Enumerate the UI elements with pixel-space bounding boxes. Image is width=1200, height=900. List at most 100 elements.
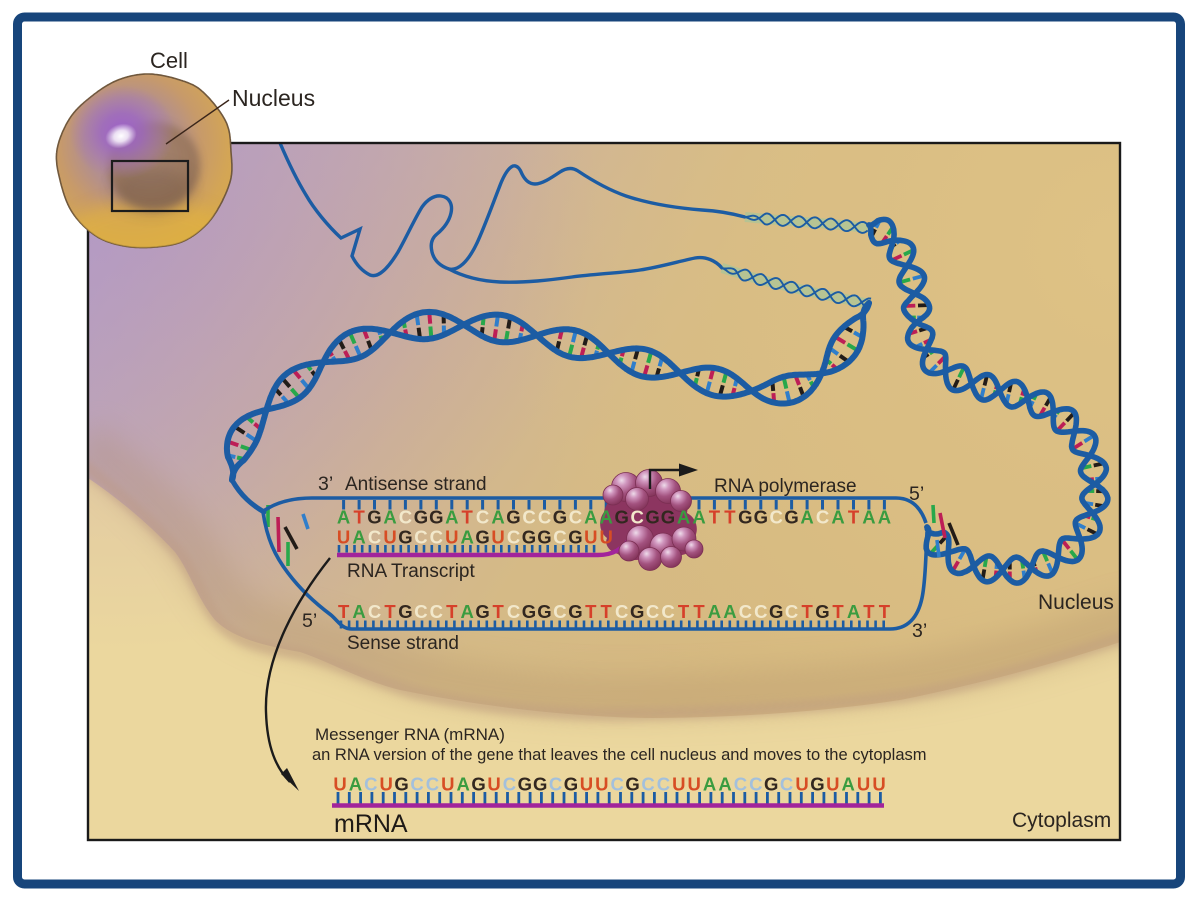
- svg-text:G: G: [568, 601, 582, 622]
- svg-text:C: C: [749, 774, 762, 795]
- svg-text:A: A: [703, 774, 716, 795]
- svg-text:C: C: [553, 527, 566, 548]
- svg-text:G: G: [738, 507, 752, 528]
- svg-text:U: U: [672, 774, 685, 795]
- svg-text:U: U: [872, 774, 885, 795]
- svg-text:A: A: [491, 507, 504, 528]
- svg-text:C: C: [661, 601, 674, 622]
- svg-text:T: T: [678, 601, 690, 622]
- svg-text:A: A: [800, 507, 813, 528]
- svg-text:Cell: Cell: [150, 48, 188, 73]
- svg-text:G: G: [537, 527, 551, 548]
- svg-text:G: G: [615, 507, 629, 528]
- svg-text:A: A: [723, 601, 736, 622]
- svg-text:U: U: [688, 774, 701, 795]
- svg-text:A: A: [847, 601, 860, 622]
- svg-text:A: A: [383, 507, 396, 528]
- svg-text:G: G: [553, 507, 567, 528]
- svg-text:G: G: [645, 507, 659, 528]
- svg-text:G: G: [764, 774, 778, 795]
- svg-text:U: U: [580, 774, 593, 795]
- svg-text:C: C: [414, 527, 427, 548]
- svg-text:G: G: [568, 527, 582, 548]
- svg-text:C: C: [522, 507, 535, 528]
- svg-text:C: C: [785, 601, 798, 622]
- svg-text:T: T: [863, 601, 875, 622]
- svg-text:U: U: [380, 774, 393, 795]
- svg-text:3’: 3’: [912, 620, 927, 642]
- svg-text:T: T: [724, 507, 736, 528]
- svg-text:A: A: [718, 774, 731, 795]
- svg-text:T: T: [709, 507, 721, 528]
- svg-text:T: T: [832, 601, 844, 622]
- svg-text:G: G: [625, 774, 639, 795]
- svg-text:A: A: [352, 527, 365, 548]
- svg-text:C: C: [503, 774, 516, 795]
- svg-text:T: T: [353, 507, 365, 528]
- svg-text:Sense strand: Sense strand: [347, 633, 459, 654]
- svg-text:U: U: [487, 774, 500, 795]
- svg-text:C: C: [780, 774, 793, 795]
- svg-text:G: G: [518, 774, 532, 795]
- svg-text:G: G: [630, 601, 644, 622]
- svg-text:Messenger RNA (mRNA): Messenger RNA (mRNA): [315, 725, 505, 744]
- svg-text:C: C: [641, 774, 654, 795]
- svg-text:G: G: [398, 527, 412, 548]
- svg-text:G: G: [475, 601, 489, 622]
- svg-text:C: C: [507, 601, 520, 622]
- svg-text:G: G: [506, 507, 520, 528]
- svg-text:A: A: [708, 601, 721, 622]
- svg-text:G: G: [398, 601, 412, 622]
- svg-text:G: G: [414, 507, 428, 528]
- svg-text:U: U: [491, 527, 504, 548]
- svg-text:G: G: [784, 507, 798, 528]
- svg-text:G: G: [537, 601, 551, 622]
- svg-text:C: C: [507, 527, 520, 548]
- svg-text:A: A: [584, 507, 597, 528]
- svg-text:Nucleus: Nucleus: [232, 85, 315, 111]
- svg-text:T: T: [462, 507, 474, 528]
- svg-text:RNA Transcript: RNA Transcript: [347, 561, 475, 582]
- svg-text:C: C: [611, 774, 624, 795]
- svg-text:U: U: [857, 774, 870, 795]
- svg-text:G: G: [475, 527, 489, 548]
- svg-text:A: A: [445, 507, 458, 528]
- svg-text:C: C: [615, 601, 628, 622]
- svg-text:G: G: [564, 774, 578, 795]
- svg-text:C: C: [364, 774, 377, 795]
- svg-text:G: G: [815, 601, 829, 622]
- svg-text:A: A: [831, 507, 844, 528]
- svg-text:U: U: [383, 527, 396, 548]
- svg-text:G: G: [471, 774, 485, 795]
- svg-text:C: C: [734, 774, 747, 795]
- svg-text:5’: 5’: [302, 610, 317, 632]
- svg-text:C: C: [399, 507, 412, 528]
- svg-text:C: C: [553, 601, 566, 622]
- svg-text:T: T: [601, 601, 613, 622]
- svg-text:C: C: [430, 601, 443, 622]
- svg-text:C: C: [538, 507, 551, 528]
- svg-text:A: A: [842, 774, 855, 795]
- svg-text:G: G: [661, 507, 675, 528]
- svg-text:G: G: [810, 774, 824, 795]
- svg-text:A: A: [337, 507, 350, 528]
- svg-text:T: T: [492, 601, 504, 622]
- svg-text:T: T: [693, 601, 705, 622]
- svg-text:U: U: [600, 527, 613, 548]
- svg-text:C: C: [770, 507, 783, 528]
- svg-text:G: G: [367, 507, 381, 528]
- svg-text:C: C: [646, 601, 659, 622]
- svg-text:U: U: [441, 774, 454, 795]
- svg-text:C: C: [426, 774, 439, 795]
- svg-text:G: G: [754, 507, 768, 528]
- svg-text:C: C: [476, 507, 489, 528]
- svg-text:3’: 3’: [318, 473, 333, 495]
- svg-text:Nucleus: Nucleus: [1038, 591, 1114, 614]
- svg-text:A: A: [457, 774, 470, 795]
- svg-text:G: G: [429, 507, 443, 528]
- svg-text:G: G: [522, 527, 536, 548]
- svg-text:T: T: [338, 601, 350, 622]
- svg-text:T: T: [801, 601, 813, 622]
- svg-text:U: U: [445, 527, 458, 548]
- svg-text:G: G: [522, 601, 536, 622]
